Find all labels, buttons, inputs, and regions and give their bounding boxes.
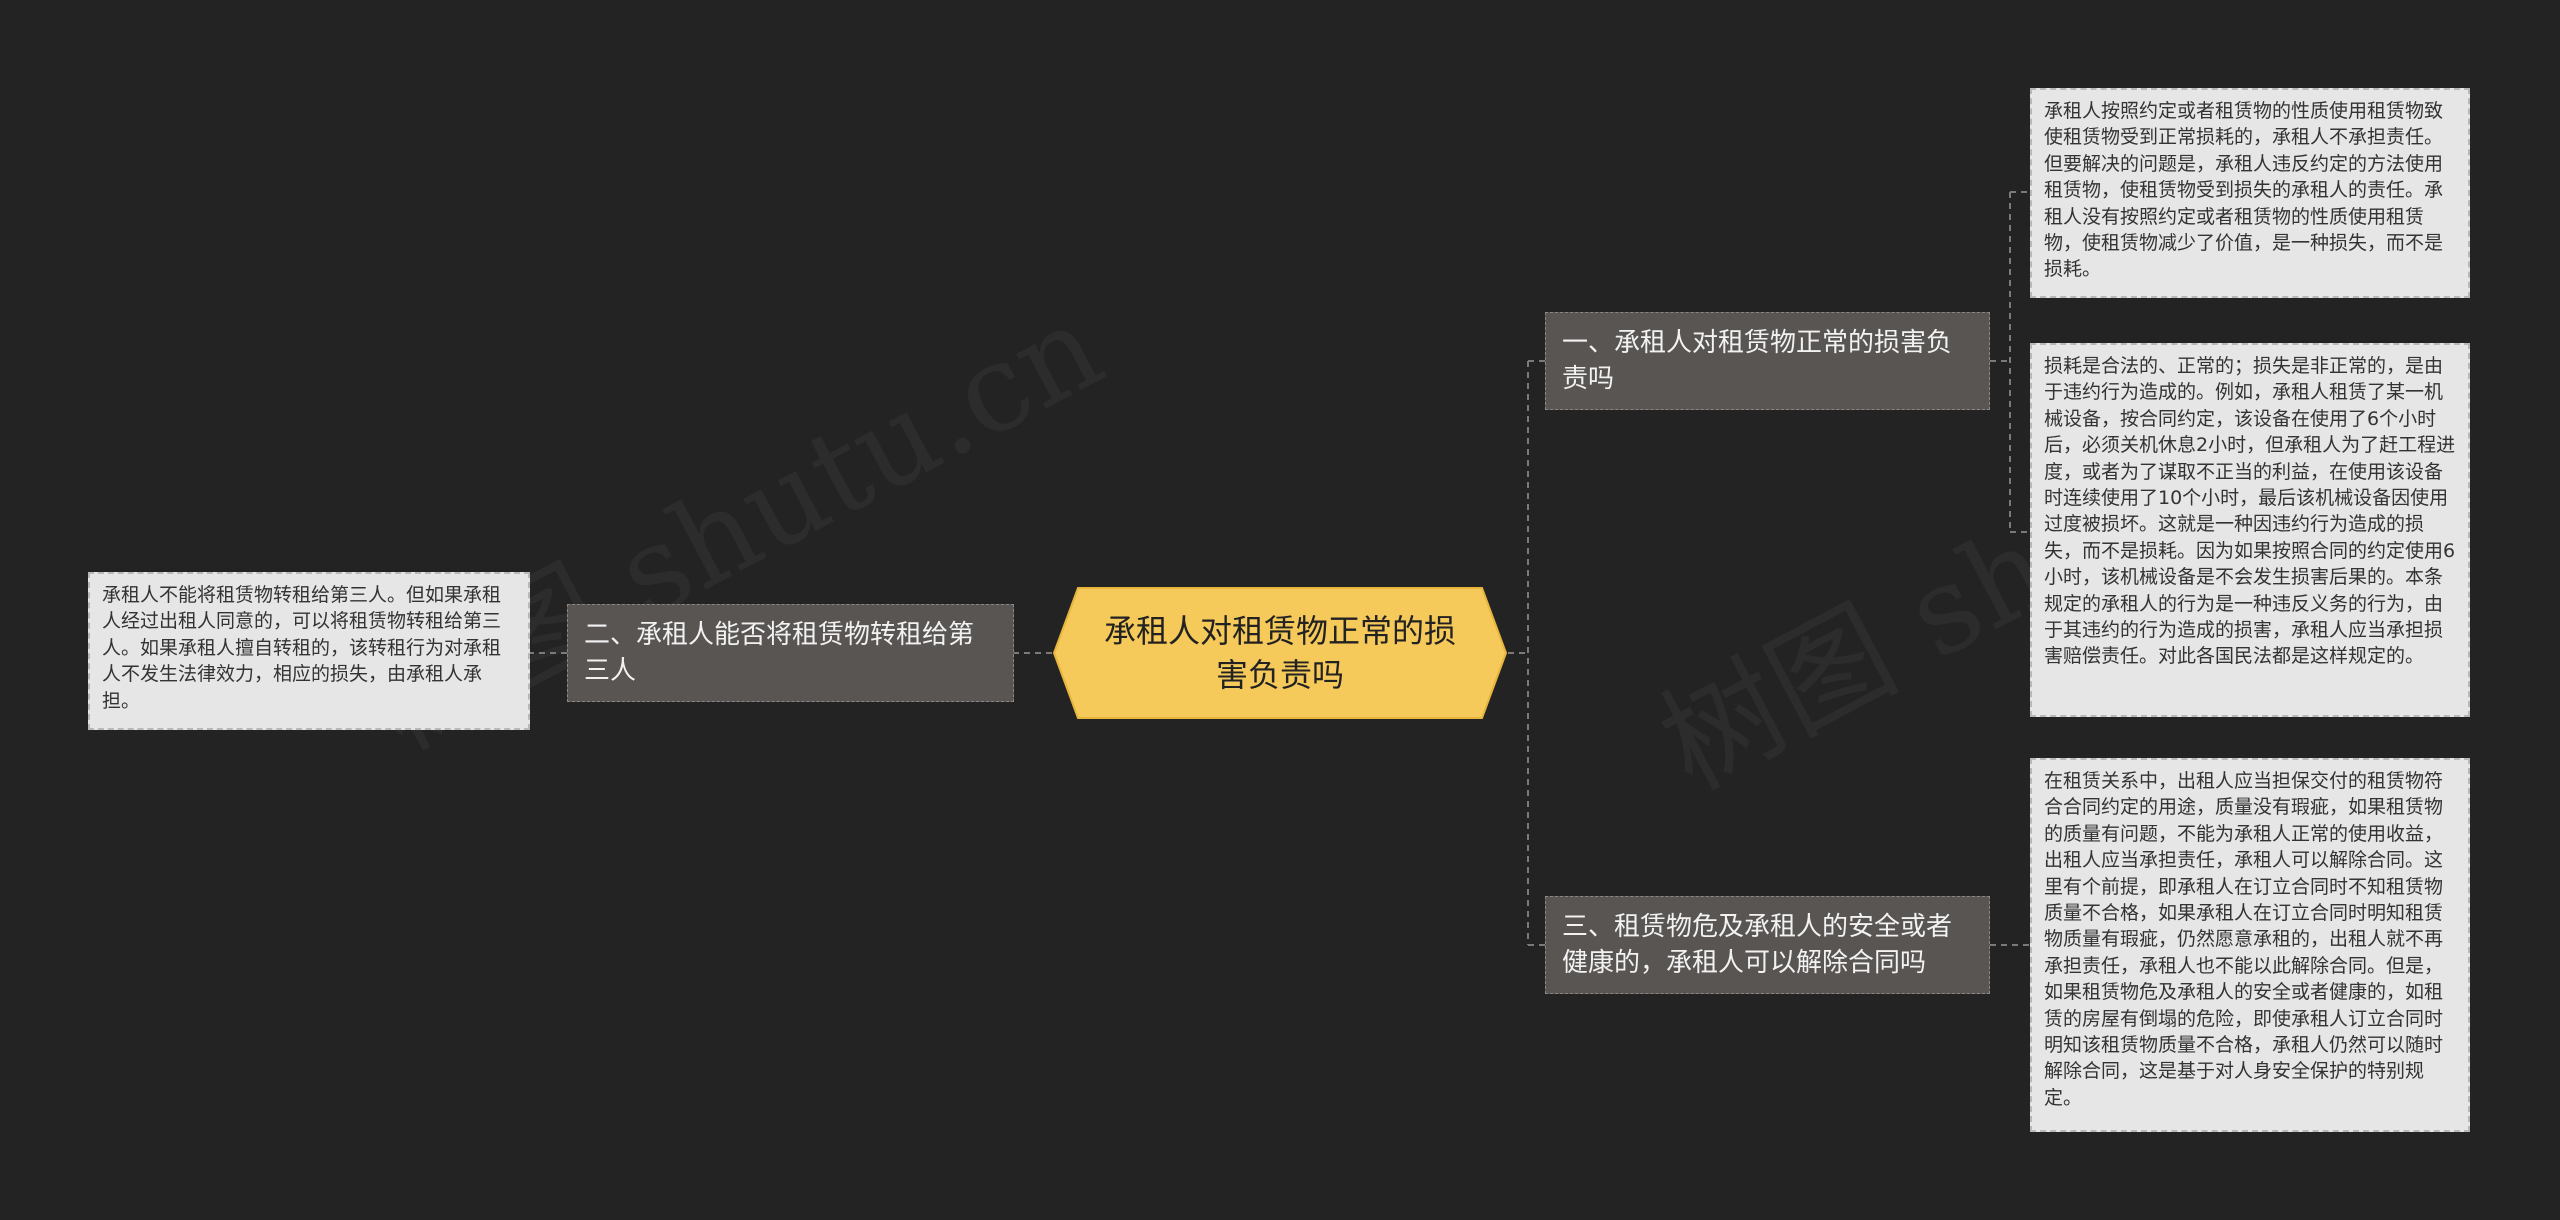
central-topic-shape — [1052, 587, 1508, 719]
central-topic[interactable]: 承租人对租赁物正常的损害负责吗 — [1052, 586, 1508, 720]
leaf-4[interactable]: 承租人不能将租赁物转租给第三人。但如果承租人经过出租人同意的，可以将租赁物转租给… — [88, 572, 530, 730]
branch-2[interactable]: 二、承租人能否将租赁物转租给第三人 — [567, 604, 1014, 702]
branch-1[interactable]: 一、承租人对租赁物正常的损害负责吗 — [1545, 312, 1990, 410]
central-topic-text: 承租人对租赁物正常的损害负责吗 — [1103, 612, 1456, 694]
leaf-3[interactable]: 在租赁关系中，出租人应当担保交付的租赁物符合合同约定的用途，质量没有瑕疵，如果租… — [2030, 758, 2470, 1132]
leaf-1[interactable]: 承租人按照约定或者租赁物的性质使用租赁物致使租赁物受到正常损耗的，承租人不承担责… — [2030, 88, 2470, 298]
connector-center-right — [1508, 360, 1545, 946]
leaf-2[interactable]: 损耗是合法的、正常的；损失是非正常的，是由于违约行为造成的。例如，承租人租赁了某… — [2030, 343, 2470, 717]
branch-3[interactable]: 三、租赁物危及承租人的安全或者健康的，承租人可以解除合同吗 — [1545, 896, 1990, 994]
connector-branch1-leaves — [1990, 191, 2030, 533]
